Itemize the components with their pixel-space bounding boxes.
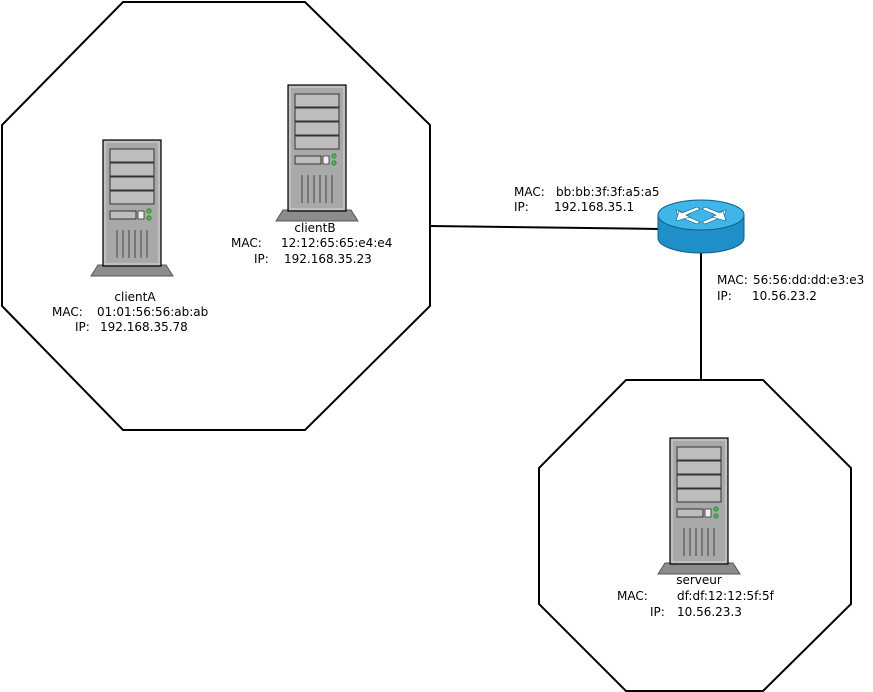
router-wan-mac-value: 56:56:dd:dd:e3:e3 (753, 273, 865, 287)
lan1-octagon (0, 1, 431, 431)
clientB-ip-value: 192.168.35.23 (284, 252, 372, 266)
router-lan-mac-value: bb:bb:3f:3f:a5:a5 (556, 185, 660, 199)
clientB-name: clientB (294, 221, 336, 235)
serveur-mac-value: df:df:12:12:5f:5f (677, 589, 774, 603)
router-wan-mac-label: MAC: (717, 273, 748, 287)
clientA-name: clientA (114, 290, 156, 304)
router-lan-ip-value: 192.168.35.1 (554, 200, 635, 214)
clientA-ip-value: 192.168.35.78 (100, 320, 188, 334)
router-lan-ip-label: IP: (514, 200, 529, 214)
serveur-name: serveur (676, 573, 722, 587)
serveur-mac-label: MAC: (617, 589, 648, 603)
clientB-ip-label: IP: (254, 252, 269, 266)
router-wan-ip-value: 10.56.23.2 (752, 289, 817, 303)
serveur-server-icon[interactable] (657, 437, 741, 575)
clientA-ip-label: IP: (75, 320, 90, 334)
clientA-mac-value: 01:01:56:56:ab:ab (97, 305, 209, 319)
clientA-server-icon[interactable] (90, 139, 174, 277)
serveur-ip-label: IP: (650, 605, 665, 619)
serveur-ip-value: 10.56.23.3 (677, 605, 742, 619)
router-lan-mac-label: MAC: (514, 185, 545, 199)
clientB-mac-value: 12:12:65:65:e4:e4 (281, 236, 393, 250)
clientB-mac-label: MAC: (231, 236, 262, 250)
link-lan1-router (429, 225, 661, 230)
clientB-server-icon[interactable] (275, 84, 359, 222)
router-icon[interactable] (657, 199, 745, 254)
router-wan-ip-label: IP: (717, 289, 732, 303)
clientA-mac-label: MAC: (52, 305, 83, 319)
